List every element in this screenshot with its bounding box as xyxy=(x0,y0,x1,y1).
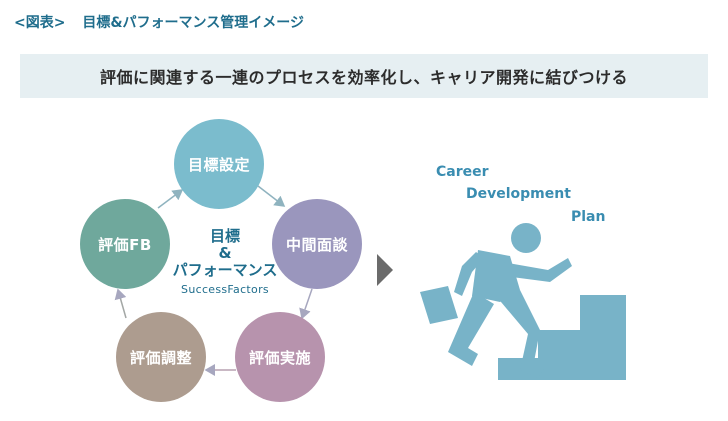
node-label: 評価実施 xyxy=(248,348,311,367)
node-label: 評価調整 xyxy=(129,348,192,367)
center-line-4: SuccessFactors xyxy=(181,283,269,296)
plan-label: Plan xyxy=(571,209,606,225)
arrow-feedback-to-goal xyxy=(157,189,184,209)
subtitle-banner: 評価に関連する一連のプロセスを効率化し、キャリア開発に結びつける xyxy=(20,54,708,98)
cycle-node-evaluation: 評価実施 xyxy=(235,312,325,402)
cycle-center-label: 目標 & パフォーマンス SuccessFactors xyxy=(152,227,298,297)
node-label: 中間面談 xyxy=(285,235,348,254)
cycle-node-goal-setting: 目標設定 xyxy=(174,119,264,209)
arrow-adjust-to-feedback xyxy=(114,288,127,319)
center-line-1: 目標 xyxy=(209,227,240,245)
figure-torso xyxy=(472,250,520,302)
cycle-node-midterm-review: 中間面談 xyxy=(272,199,362,289)
figure-front-arm xyxy=(502,258,572,282)
center-line-2: & xyxy=(218,244,232,262)
figure-back-leg xyxy=(448,292,494,366)
caption-label: <図表> xyxy=(14,15,66,31)
figure-front-leg xyxy=(496,290,546,378)
cycle-node-adjustment: 評価調整 xyxy=(116,312,206,402)
node-label: 評価FB xyxy=(98,235,152,254)
figure-head xyxy=(511,223,541,253)
arrow-goal-to-midterm xyxy=(257,185,286,207)
cycle-node-feedback: 評価FB xyxy=(80,199,170,289)
figure-caption: <図表> 目標&パフォーマンス管理イメージ xyxy=(14,12,304,32)
center-line-3: パフォーマンス xyxy=(172,261,278,279)
node-label: 目標設定 xyxy=(187,155,250,174)
career-label: Career xyxy=(436,164,489,180)
figure-back-arm xyxy=(454,252,484,296)
arrow-midterm-to-evaluation xyxy=(299,288,313,320)
development-label: Development xyxy=(466,186,571,202)
briefcase-icon xyxy=(420,286,458,324)
caption-title: 目標&パフォーマンス管理イメージ xyxy=(82,15,304,31)
